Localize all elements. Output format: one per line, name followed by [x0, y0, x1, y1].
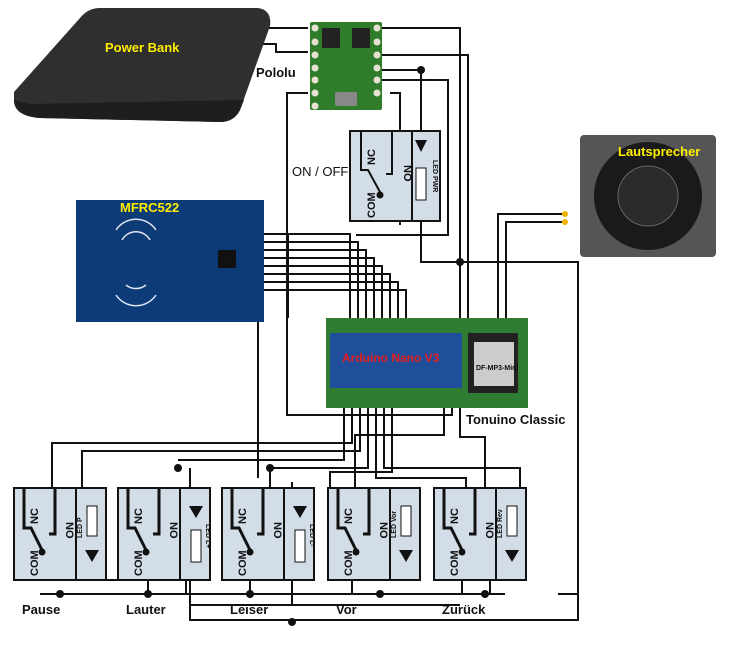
svg-text:NO: NO: [401, 165, 413, 182]
button-label: Pause: [22, 602, 60, 617]
nc-label: NC: [449, 508, 461, 524]
no-label: NO: [167, 522, 179, 539]
nc-label: NC: [29, 508, 41, 524]
no-label: NO: [483, 522, 495, 539]
button-1[interactable]: NC NO COM LED L+ Lauter: [117, 487, 211, 617]
mp3-label: DF-MP3-Mini: [476, 365, 518, 372]
com-label: COM: [29, 550, 41, 576]
buttons: NC NO COM LED P Pause NC NO COM LED L+ L…: [13, 487, 527, 617]
button-label: Leiser: [230, 602, 268, 617]
button-0[interactable]: NC NO COM LED P Pause: [13, 487, 107, 617]
led-label: LED P: [77, 517, 84, 538]
button-label: Lauter: [126, 602, 166, 617]
led-label: LED Vor: [391, 511, 398, 538]
nc-label: NC: [133, 508, 145, 524]
rfid-label: MFRC522: [120, 200, 179, 215]
button-label: Zurück: [442, 602, 486, 617]
speaker: Lautsprecher: [562, 135, 716, 257]
com-label: COM: [343, 550, 355, 576]
svg-text:NC: NC: [366, 149, 378, 165]
tonuino-board: Arduino Nano V3 DF-MP3-Mini Tonuino Clas…: [326, 318, 565, 427]
arduino-label: Arduino Nano V3: [342, 351, 440, 365]
button-4[interactable]: NC NO COM LED Rev Zurück: [433, 487, 527, 617]
no-label: NO: [271, 522, 283, 539]
on-off-label: ON / OFF: [292, 164, 348, 179]
led-label: LED L-: [308, 524, 315, 547]
button-2[interactable]: NC NO COM LED L- Leiser: [221, 487, 315, 617]
no-label: NO: [63, 522, 75, 539]
speaker-label: Lautsprecher: [618, 144, 700, 159]
nc-label: NC: [343, 508, 355, 524]
junctions: [56, 66, 489, 626]
pololu-switch: Pololu: [256, 22, 382, 110]
svg-text:LED PWR: LED PWR: [431, 160, 438, 192]
com-label: COM: [133, 550, 145, 576]
svg-text:COM: COM: [366, 192, 378, 218]
pololu-label: Pololu: [256, 65, 296, 80]
nc-label: NC: [237, 508, 249, 524]
tonuino-label: Tonuino Classic: [466, 412, 565, 427]
led-label: LED L+: [204, 524, 211, 548]
power-bank: Power Bank: [14, 8, 271, 122]
button-label: Vor: [336, 602, 357, 617]
power-bank-label: Power Bank: [105, 40, 180, 55]
button-3[interactable]: NC NO COM LED Vor Vor: [327, 487, 421, 617]
com-label: COM: [449, 550, 461, 576]
led-label: LED Rev: [497, 509, 504, 538]
rfid-reader: MFRC522: [76, 200, 264, 322]
no-label: NO: [377, 522, 389, 539]
on-off-switch: NC NO COM LED PWR ON / OFF: [292, 130, 441, 222]
com-label: COM: [237, 550, 249, 576]
